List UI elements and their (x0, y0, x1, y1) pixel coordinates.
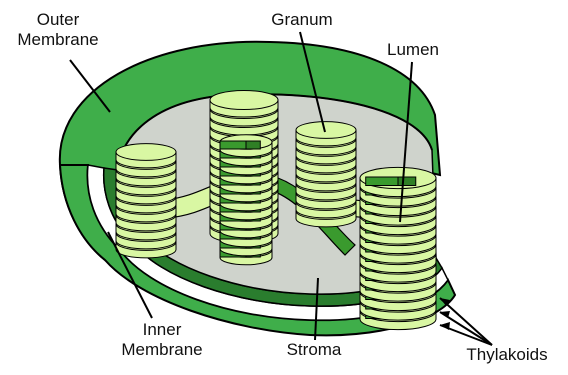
leader-lumen (400, 62, 412, 222)
label-granum: Granum (262, 10, 342, 30)
label-lumen: Lumen (378, 40, 448, 60)
leader-outer-membrane (70, 60, 110, 112)
leader-thylakoid-1 (440, 298, 492, 345)
label-inner-membrane-line2: Membrane (112, 340, 212, 360)
label-inner-membrane: Inner Membrane (112, 320, 212, 360)
label-thylakoids: Thylakoids (452, 345, 562, 365)
label-outer-membrane-line2: Membrane (8, 30, 108, 50)
label-inner-membrane-line1: Inner (112, 320, 212, 340)
leader-granum (300, 32, 325, 132)
label-outer-membrane-line1: Outer (8, 10, 108, 30)
label-stroma: Stroma (272, 340, 356, 360)
leader-stroma (315, 278, 318, 340)
leader-inner-membrane (108, 232, 152, 318)
label-outer-membrane: Outer Membrane (8, 10, 108, 50)
